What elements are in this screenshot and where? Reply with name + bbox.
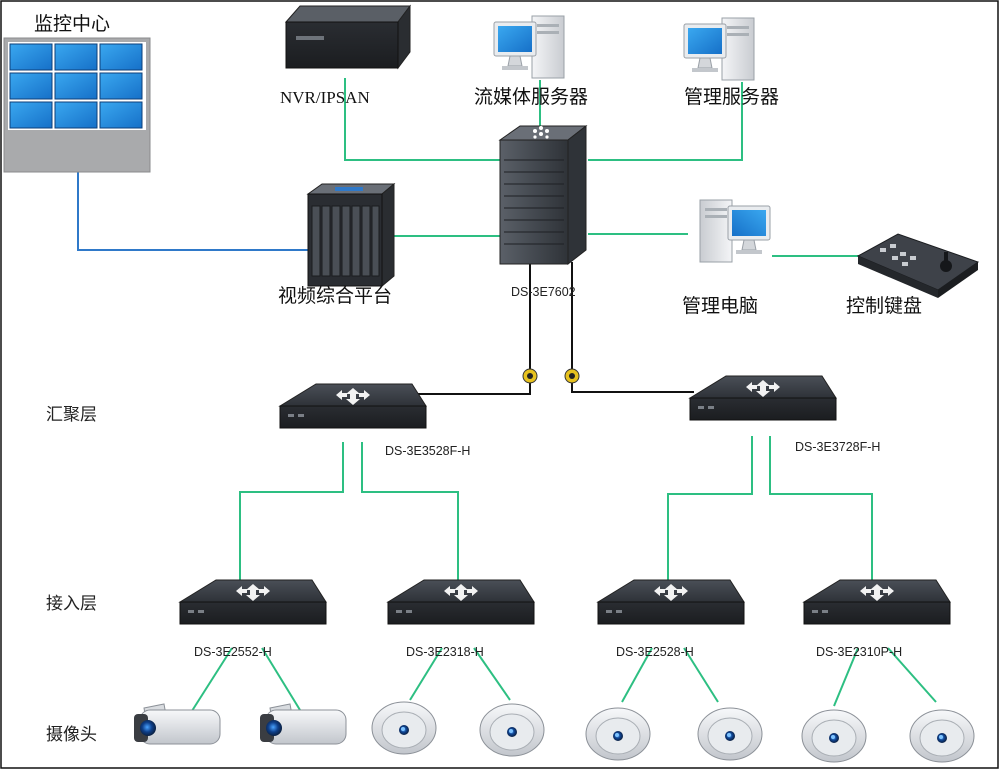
core-switch-icon	[498, 124, 588, 266]
dome-camera-icon	[585, 707, 651, 761]
fiber-core-agg-left	[406, 262, 531, 395]
aggregation-layer-label: 汇聚层	[46, 405, 97, 425]
control-keyboard-label: 控制键盘	[846, 295, 922, 317]
video-wall-icon	[3, 37, 151, 173]
dome-camera-icon	[801, 709, 867, 763]
switch-icon	[803, 579, 951, 625]
bullet-camera-icon	[133, 703, 221, 745]
core-switch-label: DS-3E7602	[511, 285, 576, 299]
switch-icon	[689, 375, 837, 421]
access-layer-label: 接入层	[46, 594, 97, 614]
agg-left-switch-label: DS-3E3528F-H	[385, 444, 470, 458]
link-videowall-platform	[77, 172, 316, 251]
dome-camera-icon	[909, 709, 975, 763]
video-wall-screen	[54, 43, 98, 71]
streaming-server-label: 流媒体服务器	[474, 86, 588, 108]
fiber-connector-icon	[522, 368, 538, 384]
management-pc-icon	[699, 199, 771, 263]
link-mgmtserver-core	[588, 82, 743, 161]
video-wall-screen	[9, 72, 53, 100]
video-wall-screen	[99, 43, 143, 71]
fiber-connector-icon	[564, 368, 580, 384]
fiber-core-agg-right	[571, 262, 694, 393]
server-pc-icon	[683, 17, 755, 81]
video-wall-screen	[9, 43, 53, 71]
video-wall-screen	[99, 72, 143, 100]
server-pc-icon	[493, 15, 565, 79]
switch-icon	[597, 579, 745, 625]
dome-camera-icon	[697, 707, 763, 761]
video-wall-screen	[99, 101, 143, 129]
video-platform-label: 视频综合平台	[278, 285, 392, 307]
agg-right-switch-label: DS-3E3728F-H	[795, 440, 880, 454]
nvr-box-icon	[284, 4, 411, 70]
management-server-label: 管理服务器	[684, 86, 779, 108]
monitor-center-label: 监控中心	[34, 13, 110, 35]
video-wall-screen	[54, 101, 98, 129]
switch-icon	[279, 383, 427, 429]
switch-icon	[179, 579, 327, 625]
dome-camera-icon	[371, 701, 437, 755]
video-wall-screen	[54, 72, 98, 100]
access-switch-1-label: DS-3E2552-H	[194, 645, 272, 659]
bullet-camera-icon	[259, 703, 347, 745]
video-wall-screen	[9, 101, 53, 129]
video-platform-icon	[306, 182, 396, 288]
switch-icon	[387, 579, 535, 625]
access-switch-3-label: DS-3E2528-H	[616, 645, 694, 659]
link-nvr-core	[344, 78, 500, 161]
dome-camera-icon	[479, 703, 545, 757]
camera-layer-label: 摄像头	[46, 725, 97, 745]
access-switch-2-label: DS-3E2318-H	[406, 645, 484, 659]
connection-lines	[77, 78, 937, 715]
access-switch-4-label: DS-3E2310P-H	[816, 645, 902, 659]
control-keyboard-icon	[856, 233, 980, 298]
nvr-label: NVR/IPSAN	[280, 88, 370, 107]
management-pc-label: 管理电脑	[682, 295, 758, 317]
